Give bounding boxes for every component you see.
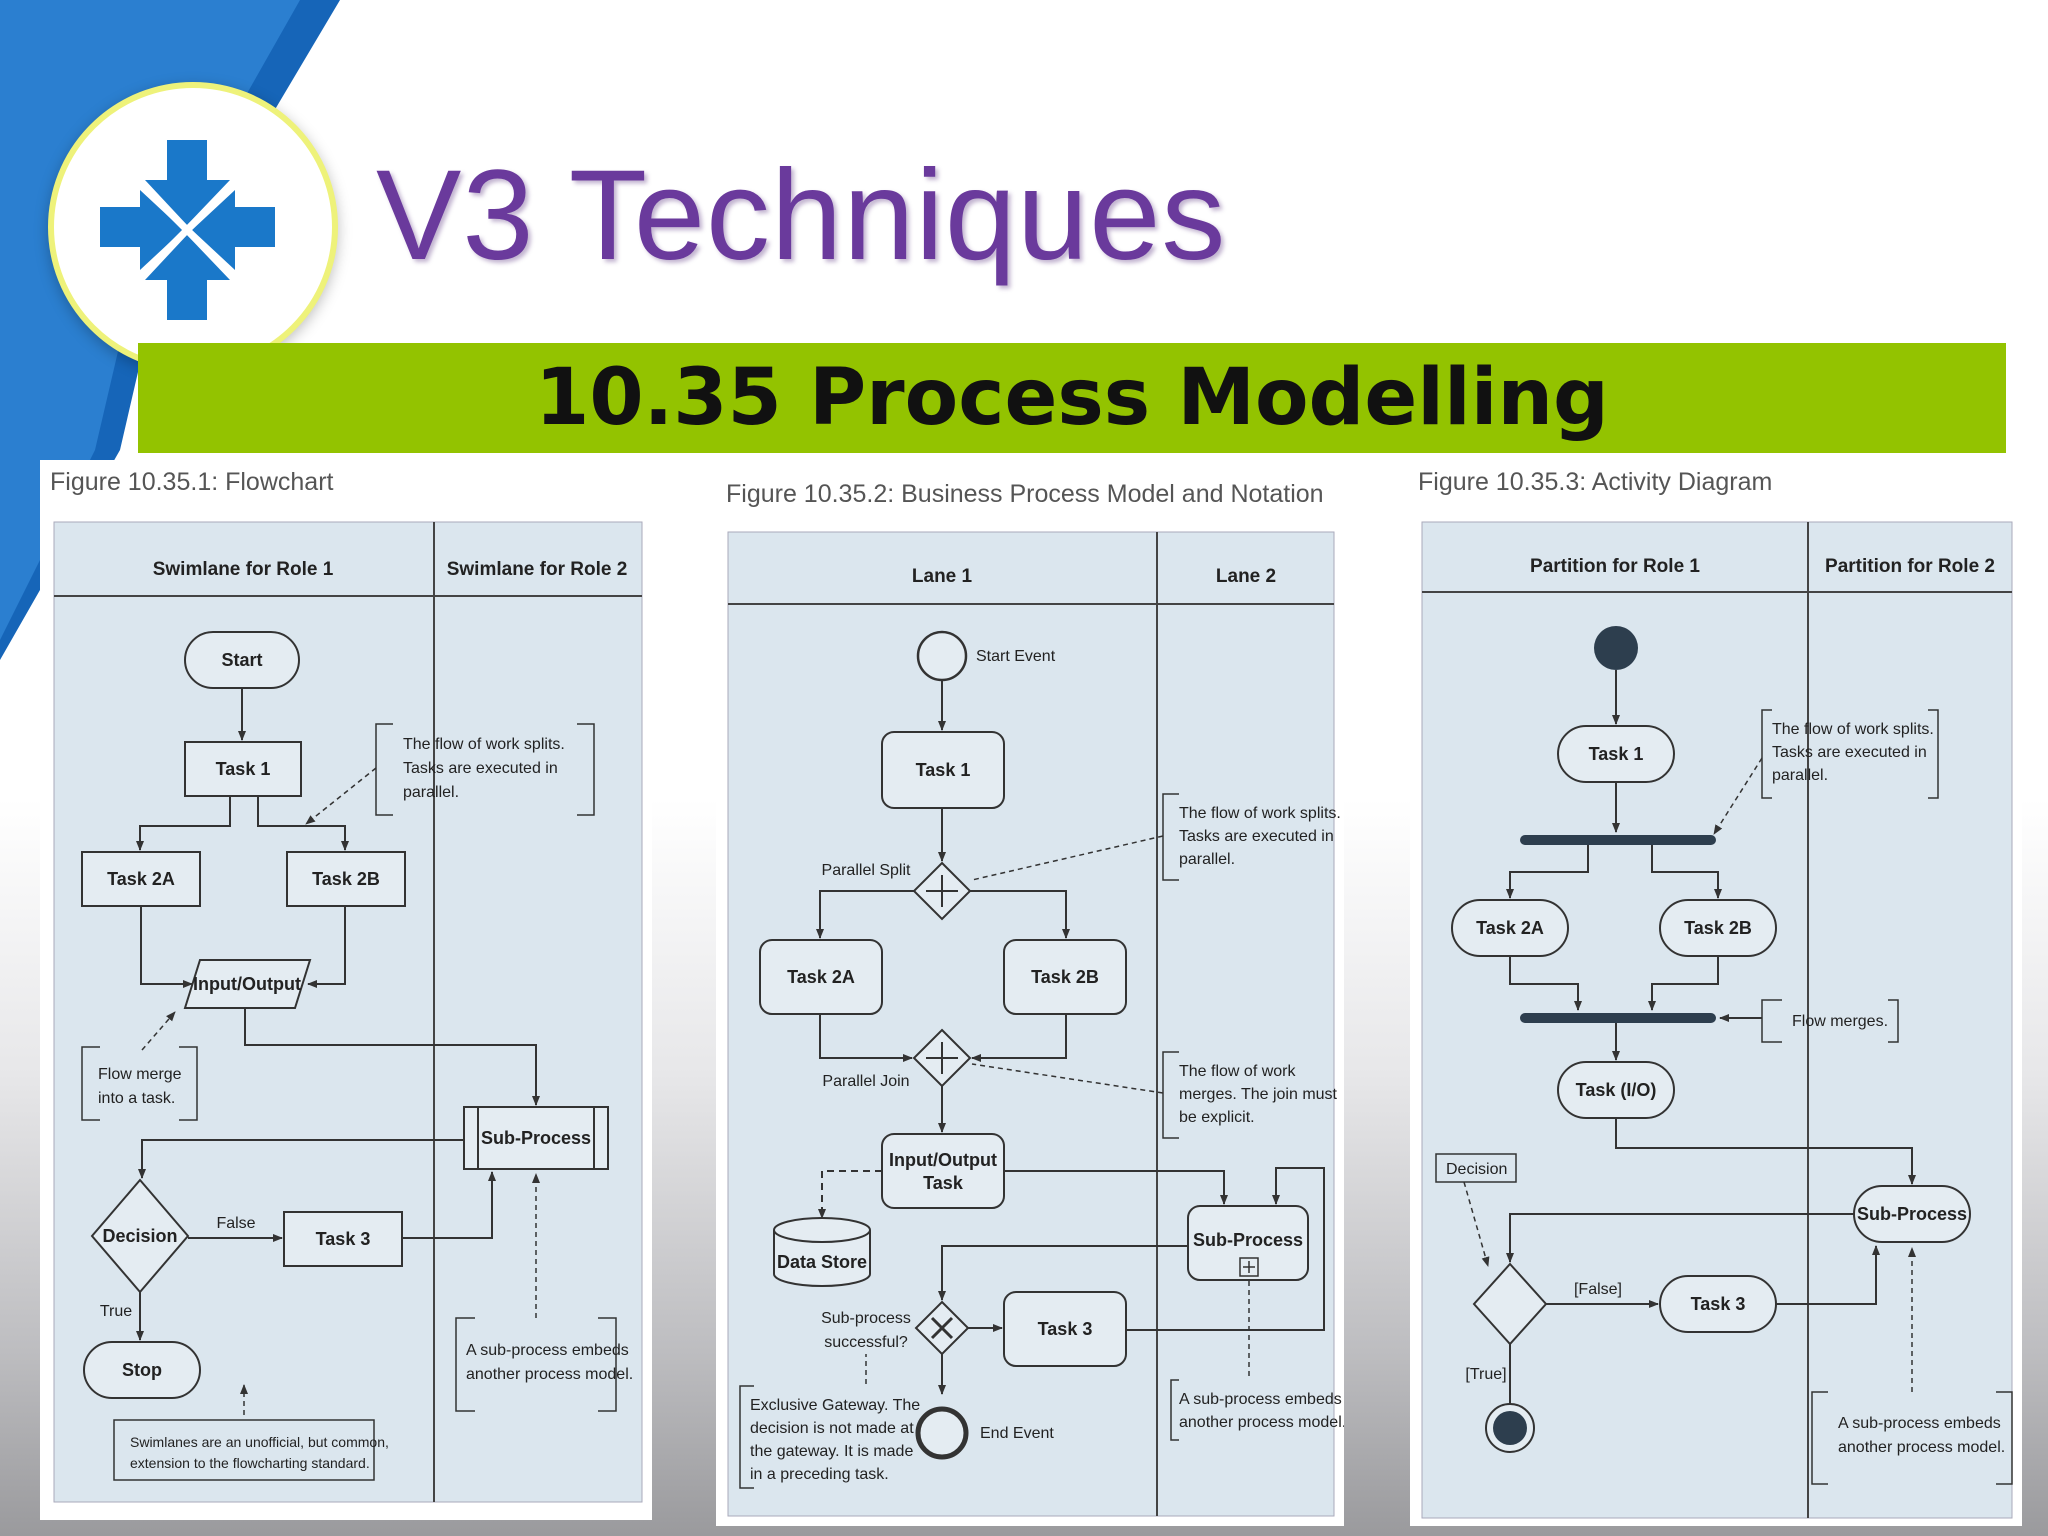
activity-task-io-label: Task (I/O) [1576,1080,1657,1100]
arrows-converging-x-icon [100,140,275,320]
slide-title: V3 Techniques [376,144,1227,287]
stop-label: Stop [122,1360,162,1380]
swimlane-role1-label: Swimlane for Role 1 [153,559,334,580]
subprocess-question-2: successful? [824,1334,908,1351]
note-swimlanes-1: Swimlanes are an unofficial, but common, [130,1434,389,1450]
task2a-node [81,851,201,907]
subprocess-node [463,1106,609,1170]
partition-role1-label: Partition for Role 1 [1530,556,1700,577]
bpmn-pool [727,531,1335,1517]
activity-note-subprocess-2: another process model. [1838,1439,2005,1456]
activity-task2a-label: Task 2A [1476,918,1544,938]
bpmn-io-task [881,1133,1005,1209]
activity-panel: Figure 10.35.3: Activity Diagram Partiti… [1410,460,2022,1526]
bpmn-note-join-2: merges. The join must [1179,1086,1338,1103]
data-store [773,1230,871,1287]
activity-note-split-1: The flow of work splits. [1772,721,1934,738]
io-task-label-1: Input/Output [889,1150,997,1170]
end-event-label: End Event [980,1425,1054,1442]
join-bar [1520,1013,1716,1023]
fork-bar [1520,835,1716,845]
activity-note-split-3: parallel. [1772,767,1828,784]
note-subprocess-2: another process model. [466,1366,633,1383]
task3-label: Task 3 [316,1229,371,1249]
activity-subprocess-label: Sub-Process [1857,1204,1967,1224]
task1-node [184,741,302,797]
activity-true-label: [True] [1465,1366,1506,1383]
start-label: Start [221,650,262,670]
false-label: False [216,1215,255,1232]
activity-caption: Figure 10.35.3: Activity Diagram [1418,468,1773,496]
bpmn-task2a-label: Task 2A [787,967,855,987]
parallel-split-label: Parallel Split [822,862,911,879]
gateway-note-4: in a preceding task. [750,1466,889,1483]
bpmn-task2b-label: Task 2B [1031,967,1099,987]
activity-false-label: [False] [1574,1281,1622,1298]
bpmn-note-split-2: Tasks are executed in [1179,828,1334,845]
bpmn-note-join-3: be explicit. [1179,1109,1255,1126]
activity-task2b-label: Task 2B [1684,918,1752,938]
activity-note-merge: Flow merges. [1792,1013,1888,1030]
task2b-label: Task 2B [312,869,380,889]
partition-pool [1421,521,2013,1519]
note-split-1: The flow of work splits. [403,736,565,753]
section-title: 10.35 Process Modelling [535,353,1609,443]
note-split-2: Tasks are executed in [403,760,558,777]
partition-role2-label: Partition for Role 2 [1825,556,1995,577]
bpmn-note-subprocess-1: A sub-process embeds [1179,1391,1342,1408]
bpmn-note-split-1: The flow of work splits. [1179,805,1341,822]
bpmn-diagram: Lane 1 Lane 2 Start Event Task 1 Paralle… [727,531,1344,1517]
swimlane-pool [53,521,643,1503]
io-task-label-2: Task [923,1173,964,1193]
initial-node [1594,626,1638,670]
decision-label: Decision [102,1226,177,1246]
note-merge-1: Flow merge [98,1066,182,1083]
gateway-note-1: Exclusive Gateway. The [750,1397,920,1414]
activity-note-decision: Decision [1446,1161,1507,1178]
lane1-label: Lane 1 [912,566,973,587]
bpmn-subprocess [1187,1205,1309,1281]
bpmn-note-split-3: parallel. [1179,851,1235,868]
task1-label: Task 1 [216,759,271,779]
activity-task3-label: Task 3 [1691,1294,1746,1314]
flowchart-diagram: Swimlane for Role 1 Swimlane for Role 2 … [53,521,643,1503]
activity-note-split-2: Tasks are executed in [1772,744,1927,761]
task2a-label: Task 2A [107,869,175,889]
section-banner: 10.35 Process Modelling [138,343,2006,453]
swimlane-role2-label: Swimlane for Role 2 [447,559,628,580]
note-merge-2: into a task. [98,1090,175,1107]
bpmn-subprocess-label: Sub-Process [1193,1230,1303,1250]
bpmn-caption: Figure 10.35.2: Business Process Model a… [726,480,1324,508]
gateway-note-2: decision is not made at [750,1420,914,1437]
start-event [916,630,968,682]
note-subprocess-1: A sub-process embeds [466,1342,629,1359]
true-label: True [100,1303,132,1320]
task2b-node [286,851,406,907]
start-event-label: Start Event [976,648,1056,665]
input-output-node [183,959,312,1009]
input-output-label: Input/Output [193,974,301,994]
activity-diagram: Partition for Role 1 Partition for Role … [1421,521,2013,1519]
flowchart-panel: Figure 10.35.1: Flowchart Swimlane for R… [40,460,652,1520]
bpmn-note-subprocess-2: another process model. [1179,1414,1344,1431]
activity-task1-label: Task 1 [1589,744,1644,764]
bpmn-task1-label: Task 1 [916,760,971,780]
note-split-3: parallel. [403,784,459,801]
lane2-label: Lane 2 [1216,566,1276,587]
bpmn-task3-label: Task 3 [1038,1319,1093,1339]
subprocess-question-1: Sub-process [821,1310,911,1327]
bpmn-note-join-1: The flow of work [1179,1063,1296,1080]
stop-node [83,1341,201,1399]
bpmn-panel: Figure 10.35.2: Business Process Model a… [716,478,1344,1526]
subprocess-label: Sub-Process [481,1128,591,1148]
gateway-note-3: the gateway. It is made [750,1443,913,1460]
parallel-join-label: Parallel Join [822,1073,909,1090]
data-store-label: Data Store [777,1252,867,1272]
flowchart-caption: Figure 10.35.1: Flowchart [50,468,334,496]
end-event [915,1406,969,1460]
note-swimlanes-2: extension to the flowcharting standard. [130,1455,370,1471]
activity-note-subprocess-1: A sub-process embeds [1838,1415,2001,1432]
